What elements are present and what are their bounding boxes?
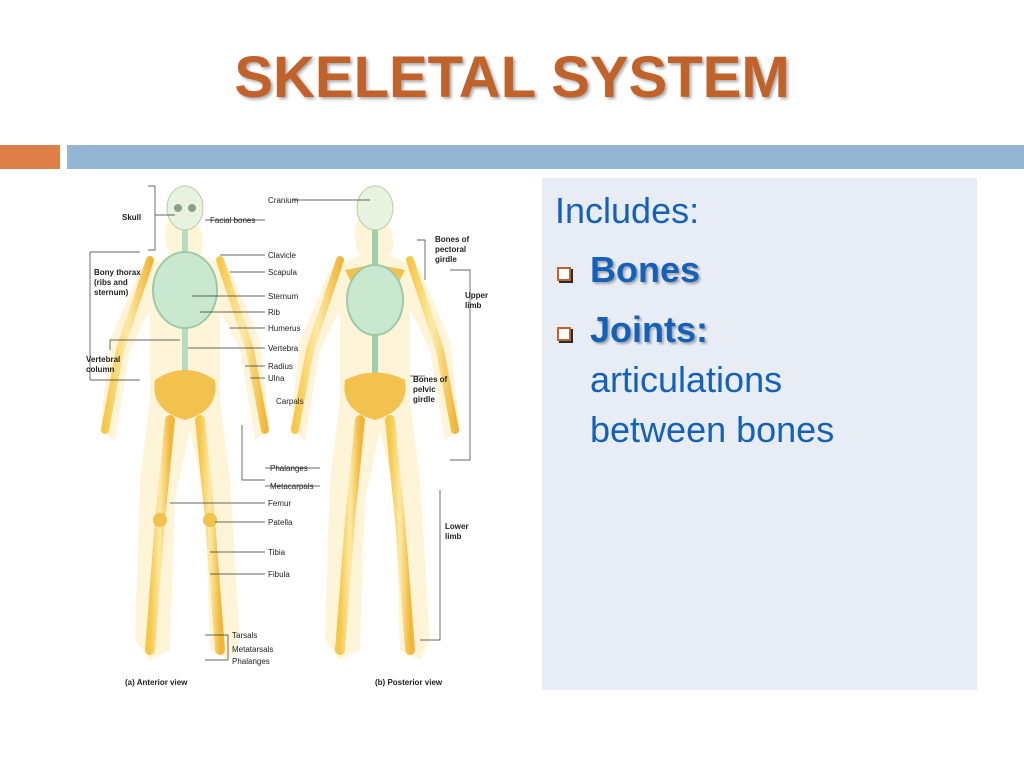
label-bony-thorax-1: Bony thorax [94,268,141,277]
accent-bar-orange [0,145,60,169]
label-upper-limb-1: Upper [465,291,488,300]
label-metacarpals: Metacarpals [270,482,314,491]
bullet-square-icon [557,267,571,281]
label-femur: Femur [268,499,291,508]
label-tarsals: Tarsals [232,631,257,640]
label-metatarsals: Metatarsals [232,645,273,654]
slide-title: SKELETAL SYSTEM [234,45,790,110]
caption-posterior: (b) Posterior view [375,678,443,687]
label-patella: Patella [268,518,293,527]
label-lower-limb-2: limb [445,532,462,541]
skeleton-diagram: Skull Bony thorax (ribs and sternum) Ver… [86,185,488,687]
label-rib: Rib [268,308,281,317]
accent-bar-blue [67,145,1024,169]
label-phalanges-foot: Phalanges [232,657,270,666]
label-vertebra: Vertebra [268,344,299,353]
label-clavicle: Clavicle [268,251,297,260]
label-cranium: Cranium [268,196,299,205]
bullet-joints-text-2: between bones [590,409,835,450]
label-humerus: Humerus [268,324,300,333]
label-pelvic-2: pelvic [413,385,436,394]
label-lower-limb-1: Lower [445,522,469,531]
label-skull: Skull [122,213,141,222]
label-carpals: Carpals [276,397,304,406]
label-upper-limb-2: limb [465,301,482,310]
label-pectoral-3: girdle [435,255,457,264]
label-pectoral-1: Bones of [435,235,470,244]
label-ulna: Ulna [268,374,285,383]
label-pelvic-3: girdle [413,395,435,404]
bullet-bones-label: Bones [590,249,701,290]
bullet-joints-label: Joints: [590,309,709,350]
label-pectoral-2: pectoral [435,245,466,254]
label-radius: Radius [268,362,293,371]
label-facial-bones: Facial bones [210,216,255,225]
label-bony-thorax-3: sternum) [94,288,129,297]
label-sternum: Sternum [268,292,299,301]
label-pelvic-1: Bones of [413,375,448,384]
bullet-joints-text-1: articulations [590,359,783,400]
caption-anterior: (a) Anterior view [125,678,188,687]
label-vertebral-2: column [86,365,115,374]
label-vertebral-1: Vertebral [86,355,120,364]
label-bony-thorax-2: (ribs and [94,278,128,287]
label-phalanges-hand: Phalanges [270,464,308,473]
bullet-square-icon [557,327,571,341]
includes-heading: Includes: [555,190,700,231]
label-scapula: Scapula [268,268,297,277]
anterior-skeleton [100,185,270,660]
label-tibia: Tibia [268,548,286,557]
label-fibula: Fibula [268,570,290,579]
posterior-skeleton [290,185,460,660]
content-panel [542,178,977,690]
